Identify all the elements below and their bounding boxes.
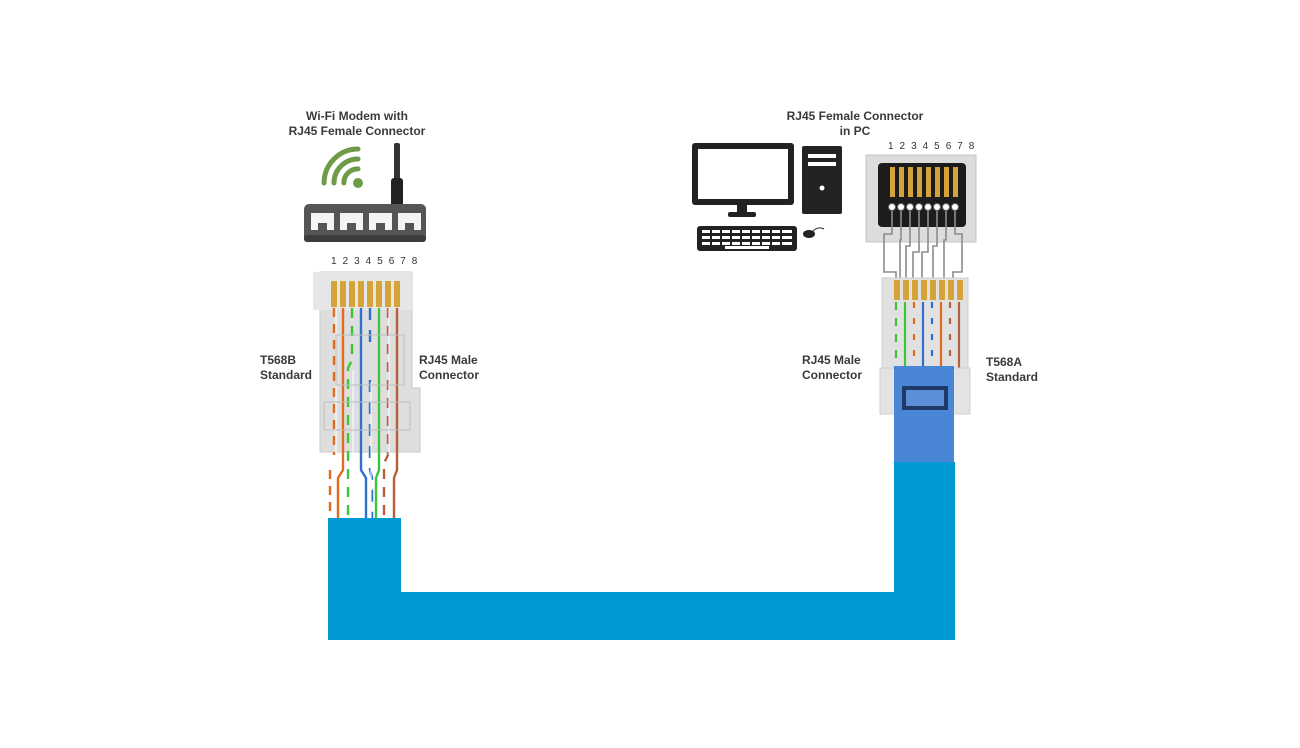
left-gold-contacts bbox=[331, 281, 400, 307]
right-standard-line1: T568A bbox=[986, 355, 1023, 369]
pc-connector-label-line2: in PC bbox=[839, 124, 871, 138]
right-t568a-wires bbox=[894, 302, 961, 368]
left-t568b-wires bbox=[328, 308, 399, 518]
left-pin-numbers: 1 2 3 4 5 6 7 8 bbox=[331, 256, 419, 267]
left-standard-line2: Standard bbox=[260, 368, 313, 382]
router-body bbox=[304, 204, 426, 242]
right-gold-contacts bbox=[894, 280, 963, 300]
right-connector-line2: Connector bbox=[802, 368, 862, 382]
pc-rj45-female-jack bbox=[865, 154, 977, 290]
right-standard-line2: Standard bbox=[986, 370, 1039, 384]
modem-label-line1: Wi-Fi Modem with bbox=[306, 109, 408, 123]
desktop-computer bbox=[692, 143, 842, 251]
jack-gold-contacts bbox=[890, 167, 958, 197]
left-rj45-male-connector bbox=[313, 271, 421, 518]
modem-label-line2: RJ45 Female Connector bbox=[288, 124, 426, 138]
right-connector-boot bbox=[894, 366, 954, 462]
left-standard-label: T568B Standard bbox=[260, 353, 312, 383]
right-connector-line1: RJ45 Male bbox=[802, 353, 861, 367]
ethernet-cable bbox=[328, 462, 955, 640]
wifi-signal-icon bbox=[321, 146, 363, 188]
pc-connector-label: RJ45 Female Connector in PC bbox=[760, 109, 950, 139]
left-connector-line1: RJ45 Male bbox=[419, 353, 478, 367]
right-connector-label: RJ45 Male Connector bbox=[802, 353, 862, 383]
wifi-router bbox=[304, 143, 426, 242]
left-connector-line2: Connector bbox=[419, 368, 479, 382]
jack-to-plug-leads bbox=[883, 211, 963, 290]
right-rj45-male-connector bbox=[879, 277, 971, 462]
keyboard bbox=[697, 226, 797, 251]
left-standard-line1: T568B bbox=[260, 353, 297, 367]
pc-connector-label-line1: RJ45 Female Connector bbox=[786, 109, 924, 123]
mouse bbox=[803, 227, 825, 238]
right-pin-numbers: 1 2 3 4 5 6 7 8 bbox=[888, 141, 976, 152]
right-standard-label: T568A Standard bbox=[986, 355, 1038, 385]
modem-label: Wi-Fi Modem with RJ45 Female Connector bbox=[262, 109, 452, 139]
router-ports bbox=[311, 213, 421, 230]
left-connector-label: RJ45 Male Connector bbox=[419, 353, 479, 383]
